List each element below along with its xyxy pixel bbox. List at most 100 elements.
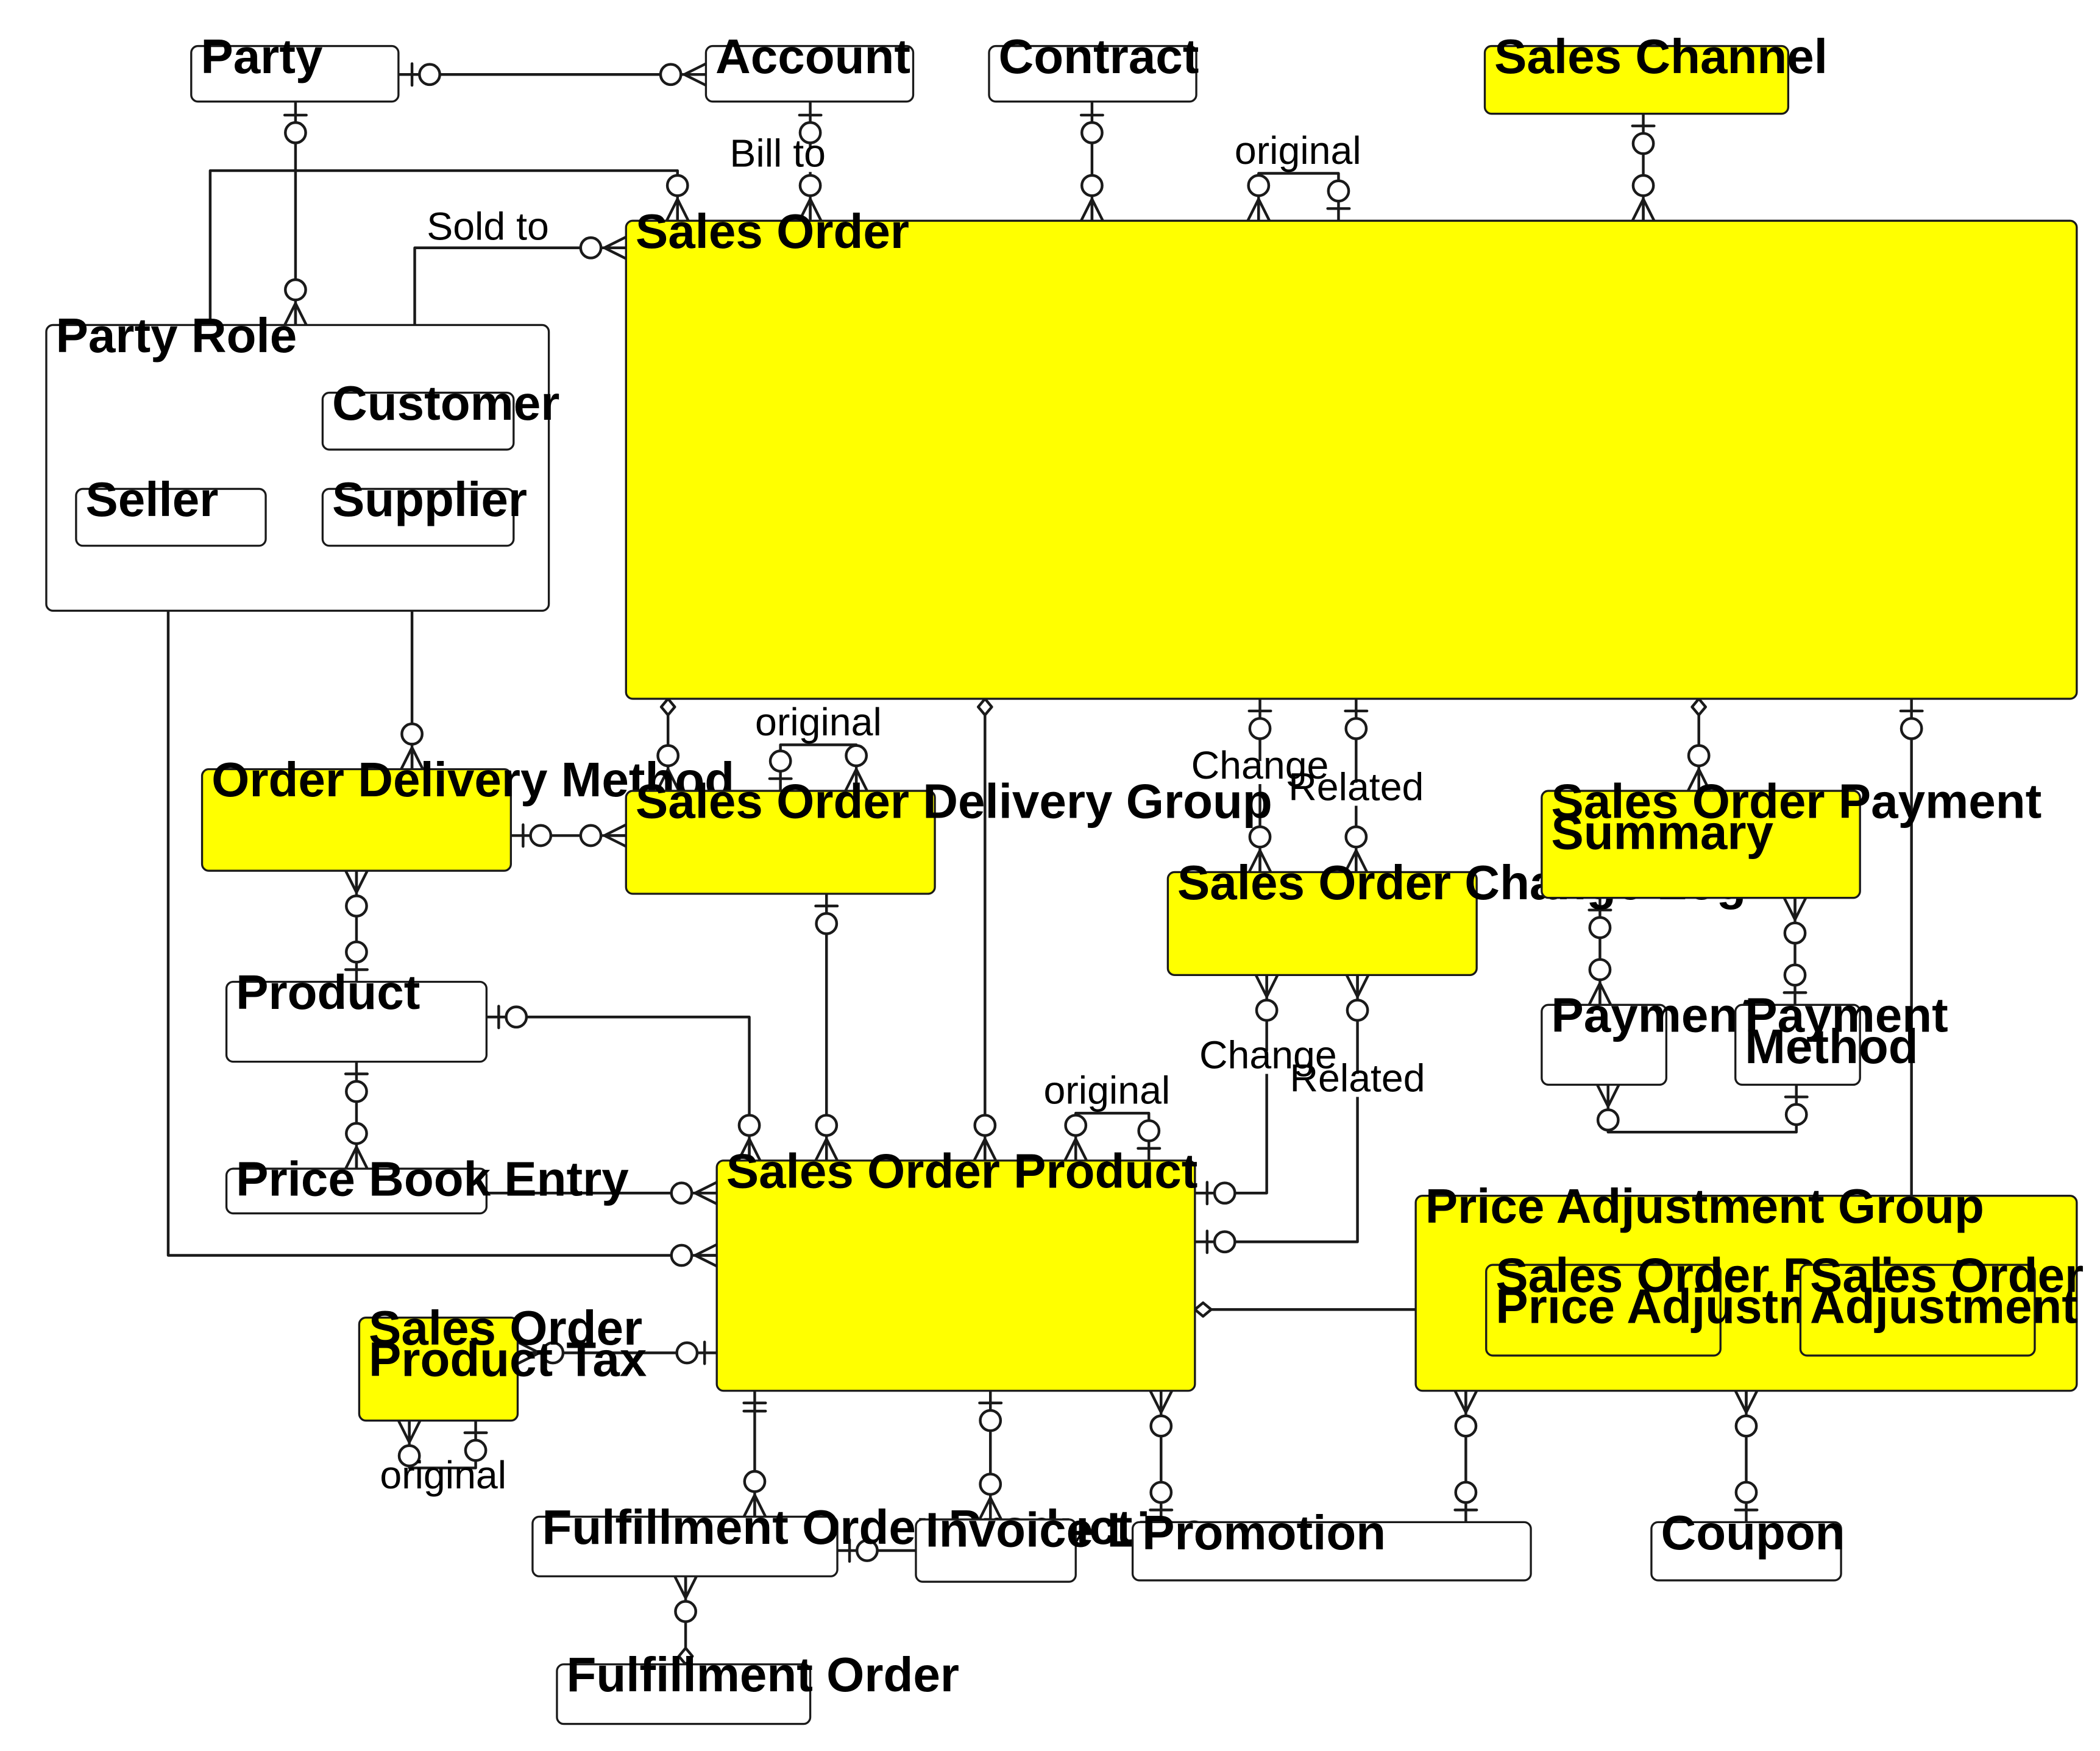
account-box: [704, 44, 915, 103]
optional-circle-marker: [1454, 1414, 1478, 1438]
label-background: [1318, 782, 1395, 806]
relationship-label-sales-order-product-original: original: [1043, 1069, 1170, 1113]
many-crowfoot-marker: [798, 197, 823, 222]
many-crowfoot-marker: [1631, 197, 1656, 222]
optional-circle-marker: [1344, 716, 1368, 740]
optional-circle-marker: [505, 1005, 528, 1029]
optional-circle-marker: [665, 174, 689, 197]
optional-circle-marker: [284, 121, 307, 144]
many-crowfoot-marker: [693, 1243, 718, 1268]
optional-circle-marker: [1734, 1480, 1758, 1504]
optional-circle-marker: [1588, 958, 1612, 982]
seller-entity[interactable]: Seller: [75, 472, 267, 547]
relationship-line: [166, 544, 718, 1257]
optional-circle-marker: [743, 1470, 767, 1493]
supplier-entity[interactable]: Supplier: [321, 472, 527, 547]
many-crowfoot-marker: [1079, 197, 1104, 222]
optional-circle-marker: [979, 1473, 1002, 1496]
many-crowfoot-marker: [397, 1419, 422, 1444]
many-crowfoot-marker: [844, 768, 869, 793]
optional-circle-marker: [659, 63, 683, 87]
relationship-label-change-top: Change: [1191, 743, 1329, 787]
label-background: [1254, 146, 1341, 169]
party-role-entity[interactable]: Party Role: [45, 308, 550, 612]
coupon-entity[interactable]: Coupon: [1650, 1505, 1845, 1582]
customer-title: Customer: [332, 376, 559, 430]
optional-circle-marker: [345, 894, 368, 918]
payment-entity[interactable]: Payment: [1541, 988, 1754, 1086]
optional-circle-marker: [815, 912, 839, 935]
account-entity[interactable]: Account: [704, 29, 915, 103]
sales-channel-entity[interactable]: Sales Channel: [1483, 29, 1828, 115]
optional-circle-marker: [1596, 1108, 1620, 1132]
label-background: [1319, 1074, 1396, 1097]
party-role-title: Party Role: [56, 308, 297, 363]
optional-circle-marker: [464, 1438, 488, 1462]
order-delivery-method-box: [200, 768, 513, 872]
optional-circle-marker: [845, 744, 868, 768]
relationship-label-delivery-group-original: original: [755, 700, 882, 744]
product-box: [225, 980, 488, 1063]
relationship-label-sales-order-original: original: [1235, 129, 1361, 172]
optional-circle-marker: [529, 824, 553, 847]
sales-order-delivery-group-entity[interactable]: Sales Order Delivery Group: [625, 774, 1272, 895]
payment-method-title-line-2: Method: [1745, 1019, 1918, 1074]
optional-circle-marker: [737, 1114, 761, 1137]
sales-order-product-entity[interactable]: Sales Order Product: [715, 1144, 1198, 1392]
sales-order-product-title: Sales Order Product: [726, 1144, 1198, 1198]
optional-circle-marker: [1631, 132, 1655, 155]
aggregation-diamond-marker: [659, 697, 676, 716]
many-crowfoot-marker: [1587, 982, 1612, 1006]
party-entity[interactable]: Party: [190, 29, 400, 103]
seller-title: Seller: [85, 472, 218, 526]
optional-circle-marker: [1149, 1480, 1173, 1504]
aggregation-diamond-marker: [1690, 697, 1708, 716]
optional-circle-marker: [1687, 744, 1711, 768]
optional-circle-marker: [579, 236, 603, 260]
many-crowfoot-marker: [1344, 849, 1369, 874]
many-crowfoot-marker: [1247, 849, 1272, 874]
optional-circle-marker: [798, 121, 822, 144]
optional-circle-marker: [798, 174, 822, 197]
relationship-label-related-top: Related: [1288, 765, 1424, 809]
optional-circle-marker: [1137, 1119, 1161, 1142]
payment-box: [1541, 1003, 1668, 1086]
fulfillment-order-entity[interactable]: Fulfillment Order: [556, 1647, 959, 1725]
many-crowfoot-marker: [344, 869, 369, 894]
label-background: [1227, 761, 1293, 784]
sales-order-payment-summary-title-line-1: Sales Order Payment: [1551, 774, 2041, 829]
label-background: [739, 149, 817, 172]
coupon-title: Coupon: [1661, 1505, 1845, 1560]
aggregation-diamond-marker: [677, 1646, 694, 1666]
optional-circle-marker: [1080, 121, 1104, 144]
optional-circle-marker: [345, 1122, 368, 1145]
sales-order-price-adjustment-title-line-2: Adjustment: [1810, 1279, 2078, 1334]
fulfillment-order-product-entity[interactable]: Fulfillment Order Product: [531, 1500, 1133, 1577]
relationship-line: [1257, 172, 1340, 222]
optional-circle-marker: [815, 1114, 839, 1137]
price-book-entry-box: [225, 1167, 488, 1215]
price-book-entry-entity[interactable]: Price Book Entry: [225, 1152, 630, 1215]
many-crowfoot-marker: [665, 197, 690, 222]
promotion-entity[interactable]: Promotion: [1131, 1505, 1532, 1582]
sales-order-title: Sales Order: [636, 204, 909, 258]
sales-order-entity[interactable]: Sales Order: [625, 204, 2078, 700]
invoice-line-box: [915, 1518, 1077, 1583]
many-crowfoot-marker: [283, 302, 308, 327]
sales-order-price-adjustment-title-line-1: Sales Order Price: [1810, 1248, 2100, 1302]
supplier-box: [321, 487, 515, 547]
optional-circle-marker: [674, 1600, 697, 1623]
contract-entity[interactable]: Contract: [988, 29, 1199, 103]
sales-order-product-box: [715, 1159, 1196, 1392]
sales-order-price-adjustment-box: [1799, 1264, 2036, 1357]
many-crowfoot-marker: [693, 1181, 718, 1206]
customer-entity[interactable]: Customer: [321, 376, 559, 451]
optional-circle-marker: [1588, 916, 1612, 939]
many-crowfoot-marker: [603, 823, 628, 848]
product-entity[interactable]: Product: [225, 965, 488, 1063]
sales-order-box: [625, 219, 2078, 700]
